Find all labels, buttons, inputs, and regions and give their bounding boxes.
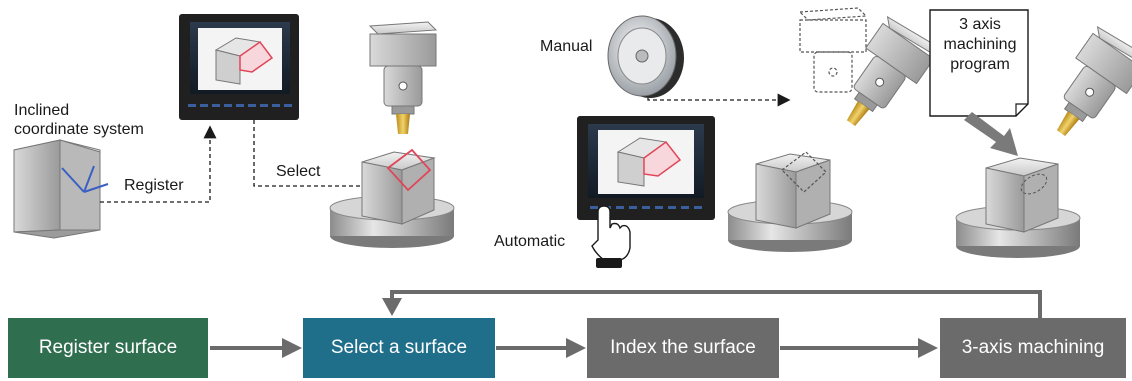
- workpiece-block-2: [755, 151, 831, 229]
- inclined-label-line2: coordinate system: [14, 121, 144, 138]
- manual-arrow: [647, 93, 791, 107]
- manual-handwheel-icon: [607, 15, 684, 98]
- program-document-icon: [929, 9, 1029, 117]
- spindle-head-ghost: [798, 7, 868, 93]
- workpiece-block-3: [985, 157, 1059, 233]
- flow-arrows: [210, 290, 1042, 358]
- hand-press-icon: [591, 205, 631, 268]
- spindle-head-tilted-2: [1056, 25, 1132, 137]
- cnc-monitor-2: [577, 116, 715, 220]
- spindle-head-vertical: [368, 21, 438, 134]
- step-select-surface: Select a surface: [303, 318, 495, 378]
- automatic-label: Automatic: [494, 233, 566, 250]
- register-label: Register: [124, 177, 184, 194]
- step-label: Register surface: [38, 337, 178, 358]
- workpiece-inclined-block: [13, 139, 101, 239]
- step-index-surface: Index the surface: [587, 318, 779, 378]
- select-arrow: [253, 120, 375, 193]
- manual-label: Manual: [540, 38, 593, 55]
- coordinate-axes-icon: [61, 165, 109, 193]
- program-label-line3: program: [950, 56, 1010, 73]
- step-register-surface: Register surface: [8, 318, 208, 378]
- select-label: Select: [276, 163, 321, 180]
- workpiece-block-1: [361, 148, 436, 225]
- step-label: 3-axis machining: [961, 337, 1105, 358]
- cnc-monitor-1: [179, 14, 299, 120]
- step-3axis-machining: 3-axis machining: [940, 318, 1126, 378]
- program-input-arrow: [964, 112, 1018, 156]
- program-label-line2: machining: [943, 36, 1017, 53]
- step-label: Select a surface: [330, 337, 468, 358]
- inclined-label-line1: Inclined: [14, 102, 70, 119]
- step-label: Index the surface: [610, 337, 756, 358]
- spindle-head-tilted-1: [846, 15, 937, 127]
- program-label-line1: 3 axis: [959, 16, 1001, 33]
- register-arrow: [100, 125, 217, 203]
